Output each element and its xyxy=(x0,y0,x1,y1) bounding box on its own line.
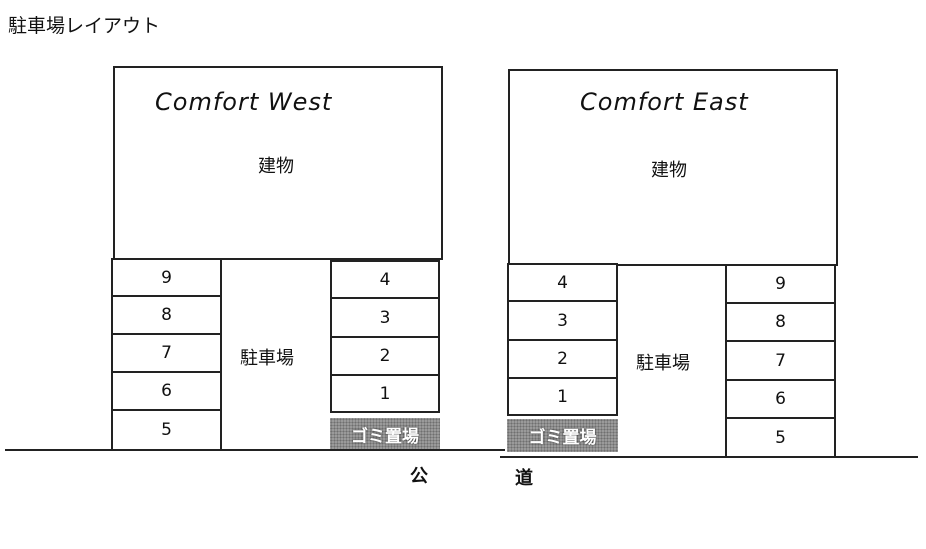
east-space-2: 2 xyxy=(507,339,618,379)
east-space-8: 8 xyxy=(725,302,836,342)
east-building-name: Comfort East xyxy=(580,88,749,116)
west-lot-label: 駐車場 xyxy=(240,348,294,369)
west-lot-edge xyxy=(220,258,222,451)
east-space-6: 6 xyxy=(725,379,836,419)
road-label-char1: 公 xyxy=(410,466,428,487)
west-space-2: 2 xyxy=(330,336,440,376)
road-line-right xyxy=(500,456,918,458)
west-building xyxy=(113,66,443,260)
west-building-label: 建物 xyxy=(258,156,294,177)
east-lot-edge xyxy=(616,263,618,416)
east-trash-area: ゴミ置場 xyxy=(507,419,618,452)
road-label-char2: 道 xyxy=(515,468,533,489)
west-space-5: 5 xyxy=(111,409,222,451)
west-building-name: Comfort West xyxy=(155,88,333,116)
west-trash-area: ゴミ置場 xyxy=(330,418,440,451)
east-space-4: 4 xyxy=(507,263,618,302)
east-space-1: 1 xyxy=(507,377,618,416)
west-space-6: 6 xyxy=(111,371,222,411)
west-space-8: 8 xyxy=(111,295,222,335)
east-building-label: 建物 xyxy=(651,160,687,181)
west-space-7: 7 xyxy=(111,333,222,373)
east-space-5: 5 xyxy=(725,417,836,458)
west-space-4: 4 xyxy=(330,260,440,299)
west-space-1: 1 xyxy=(330,374,440,413)
west-space-9: 9 xyxy=(111,258,222,297)
west-space-3: 3 xyxy=(330,297,440,338)
road-line-left xyxy=(5,449,505,451)
east-space-7: 7 xyxy=(725,340,836,381)
east-space-3: 3 xyxy=(507,300,618,341)
east-lot-label: 駐車場 xyxy=(636,353,690,374)
east-space-9: 9 xyxy=(725,264,836,304)
page-title: 駐車場レイアウト xyxy=(8,15,161,37)
east-building xyxy=(508,69,838,266)
